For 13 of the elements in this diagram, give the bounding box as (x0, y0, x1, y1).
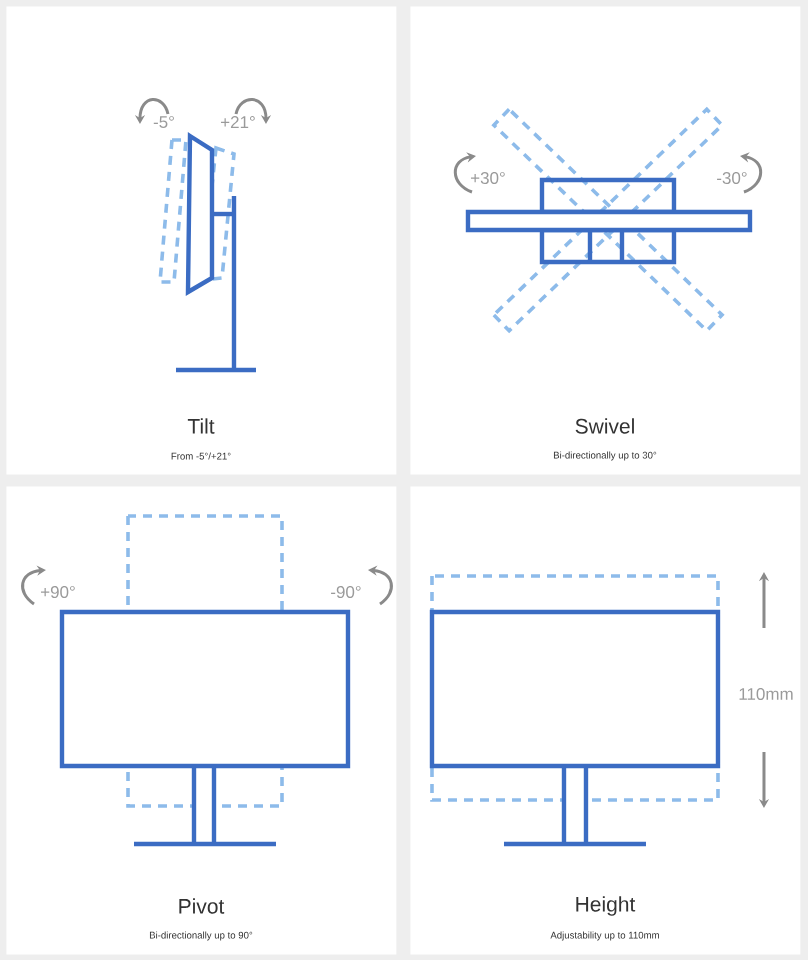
angle-label: +21° (221, 116, 255, 128)
angle-label: +90° (41, 586, 75, 598)
panel-title: Swivel (575, 418, 634, 434)
panel (6, 6, 397, 475)
panel-title: Height (576, 896, 636, 916)
angle-label: +30° (471, 172, 505, 185)
dimension-label: 110mm (739, 688, 793, 700)
angle-label: -90° (331, 586, 361, 598)
angle-label: -5° (153, 116, 174, 129)
panel (410, 6, 801, 475)
angle-label: -30° (717, 172, 747, 185)
panel-title: Tilt (187, 418, 215, 434)
panel-title: Pivot (179, 898, 225, 914)
